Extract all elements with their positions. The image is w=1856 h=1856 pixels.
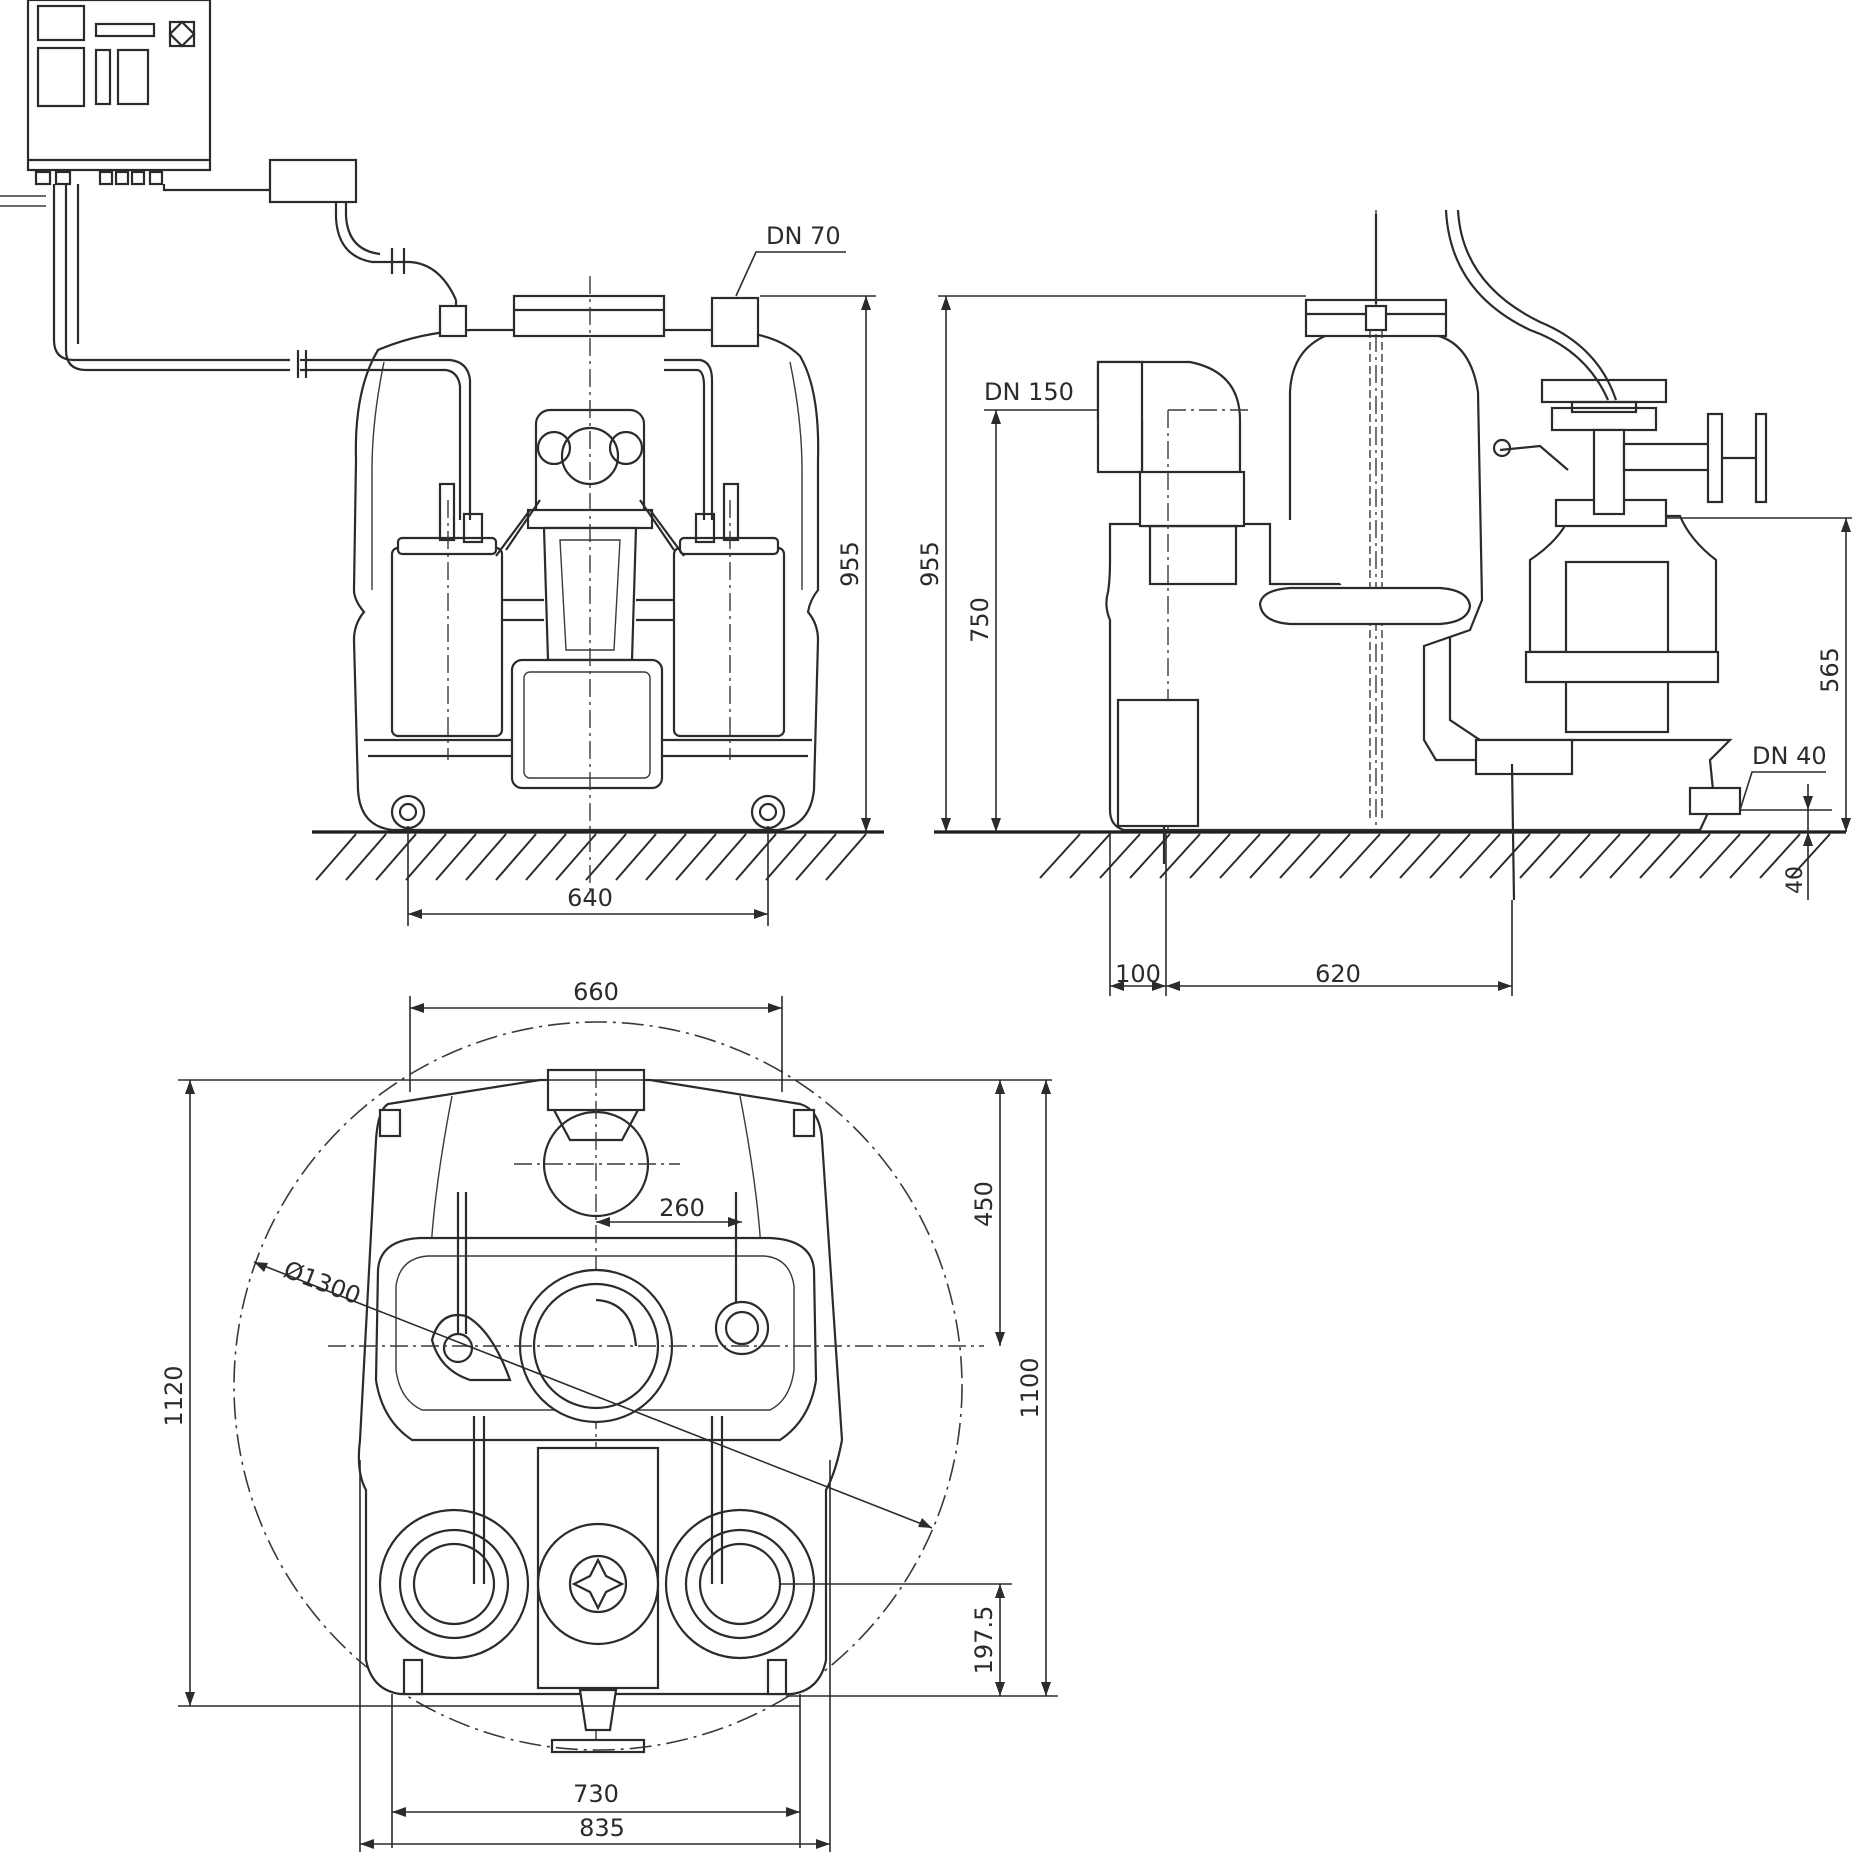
front-height-label: 955 — [836, 541, 864, 587]
side-height-label: 955 — [916, 541, 944, 587]
plan-view: 660 260 Ø1300 1120 450 1100 197.5 730 83 — [160, 978, 1058, 1852]
plan-width-outer-label: 835 — [579, 1814, 625, 1842]
front-ground-hatch — [315, 833, 867, 881]
side-ground-hatch — [1039, 833, 1831, 879]
dn70-label: DN 70 — [766, 222, 841, 250]
plan-upper-depth-label: 450 — [970, 1181, 998, 1227]
plan-width-inner-label: 730 — [573, 1780, 619, 1808]
dn40-label: DN 40 — [1752, 742, 1827, 770]
side-offset-label: 100 — [1115, 960, 1161, 988]
side-outlet-height-label: 565 — [1816, 647, 1844, 693]
side-view: 955 750 DN 150 565 DN 40 40 100 620 — [916, 209, 1852, 996]
dn150-label: DN 150 — [984, 378, 1074, 406]
side-inlet-height-label: 750 — [966, 597, 994, 643]
clearance-circle — [233, 1021, 963, 1751]
plan-top-width-label: 660 — [573, 978, 619, 1006]
side-depth-label: 620 — [1315, 960, 1361, 988]
plan-total-depth-label: 1120 — [160, 1365, 188, 1426]
plan-inlet-offset-label: 260 — [659, 1194, 705, 1222]
chain — [1369, 330, 1383, 820]
front-width-label: 640 — [567, 884, 613, 912]
side-dn40-height-label: 40 — [1783, 866, 1808, 894]
plan-diameter-label: Ø1300 — [280, 1255, 365, 1310]
plan-lower-depth-label: 197.5 — [970, 1606, 998, 1675]
control-unit — [0, 0, 458, 378]
front-view: 640 955 DN 70 — [300, 222, 884, 926]
plan-inner-depth-label: 1100 — [1016, 1357, 1044, 1418]
